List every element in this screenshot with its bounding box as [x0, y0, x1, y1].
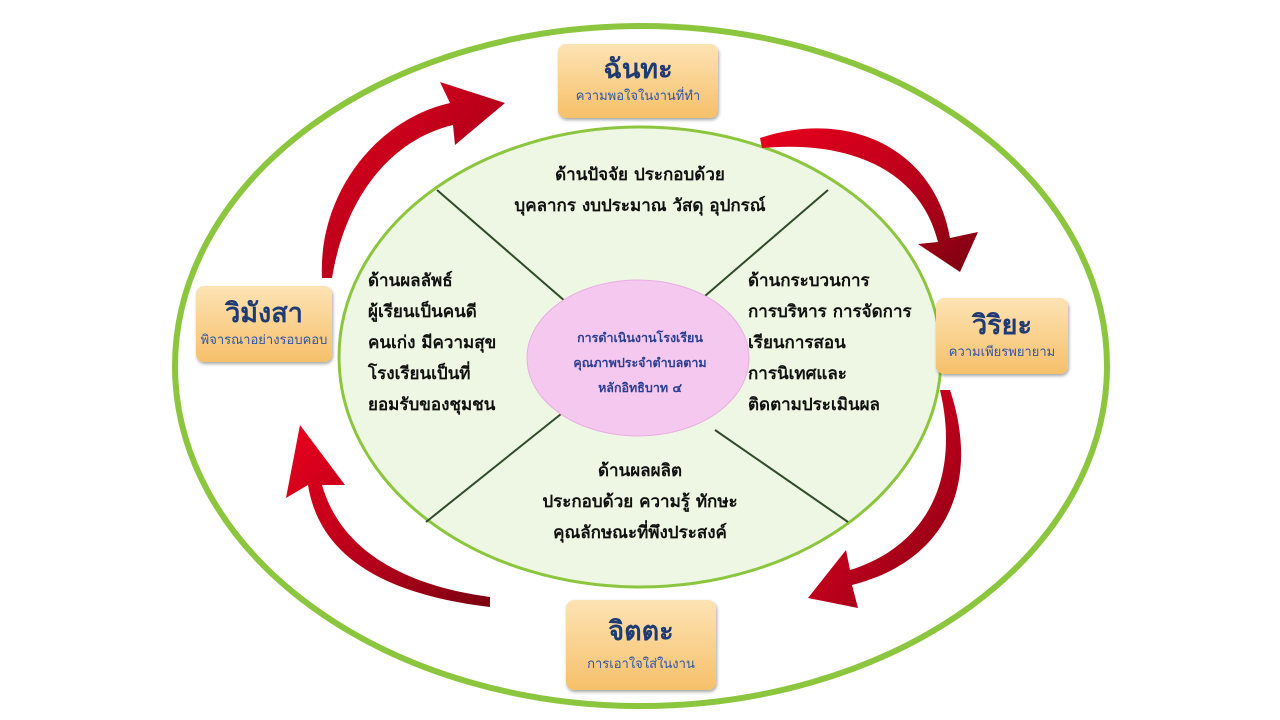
principle-box-bottom: จิตตะ การเอาใจใส่ในงาน — [566, 600, 716, 690]
region-line: ยอมรับของชุมชน — [368, 395, 496, 415]
center-line: คุณภาพประจำตำบลตาม — [573, 355, 707, 370]
center-ellipse — [526, 279, 750, 437]
curved-arrow-icon — [760, 128, 978, 272]
region-line: ด้านผลลัพธ์ — [368, 271, 453, 291]
region-process: ด้านกระบวนการ การบริหาร การจัดการ เรียนก… — [748, 266, 938, 421]
principle-title: วิมังสา — [225, 298, 303, 329]
principle-title: ฉันทะ — [603, 54, 673, 85]
principle-title: วิริยะ — [972, 310, 1032, 341]
region-line: ด้านปัจจัย ประกอบด้วย — [555, 165, 725, 185]
principle-box-right: วิริยะ ความเพียรพยายาม — [936, 298, 1068, 374]
region-output: ด้านผลผลิต ประกอบด้วย ความรู้ ทักษะ คุณล… — [505, 456, 775, 549]
region-line: การบริหาร การจัดการ — [748, 302, 912, 322]
principle-box-left: วิมังสา พิจารณาอย่างรอบคอบ — [196, 286, 332, 362]
center-line: การดำเนินงานโรงเรียน — [577, 330, 703, 345]
region-line: ติดตามประเมินผล — [748, 395, 880, 415]
region-line: คนเก่ง มีความสุข — [368, 333, 497, 353]
region-line: เรียนการสอน — [748, 333, 846, 353]
region-line: ประกอบด้วย ความรู้ ทักษะ — [542, 492, 738, 512]
region-line: การนิเทศและ — [748, 364, 847, 384]
principle-box-top: ฉันทะ ความพอใจในงานที่ทำ — [558, 44, 718, 118]
curved-arrow-icon — [286, 425, 490, 607]
region-line: คุณลักษณะที่พึงประสงค์ — [553, 523, 727, 543]
principle-subtitle: ความเพียรพยายาม — [948, 345, 1056, 360]
region-input: ด้านปัจจัย ประกอบด้วย บุคลากร งบประมาณ ว… — [480, 160, 800, 222]
region-line: ด้านผลผลิต — [597, 461, 682, 481]
principle-subtitle: ความพอใจในงานที่ทำ — [575, 89, 701, 104]
region-outcome: ด้านผลลัพธ์ ผู้เรียนเป็นคนดี คนเก่ง มีคว… — [368, 266, 528, 421]
region-line: ด้านกระบวนการ — [748, 271, 870, 291]
principle-subtitle: พิจารณาอย่างรอบคอบ — [200, 333, 328, 348]
divider-line-top-left — [436, 189, 567, 303]
divider-line-bottom-right — [714, 429, 849, 523]
region-line: บุคลากร งบประมาณ วัสดุ อุปกรณ์ — [514, 196, 766, 216]
center-line: หลักอิทธิบาท ๔ — [598, 380, 682, 395]
curved-arrow-icon — [321, 82, 505, 278]
curved-arrow-icon — [808, 390, 962, 608]
principle-title: จิตตะ — [608, 616, 674, 647]
divider-line-top-right — [697, 189, 829, 303]
divider-line-bottom-left — [425, 409, 567, 523]
region-line: ผู้เรียนเป็นคนดี — [368, 302, 477, 322]
center-label: การดำเนินงานโรงเรียน คุณภาพประจำตำบลตาม … — [540, 325, 740, 400]
principle-subtitle: การเอาใจใส่ในงาน — [587, 657, 695, 672]
region-line: โรงเรียนเป็นที่ — [368, 364, 471, 384]
